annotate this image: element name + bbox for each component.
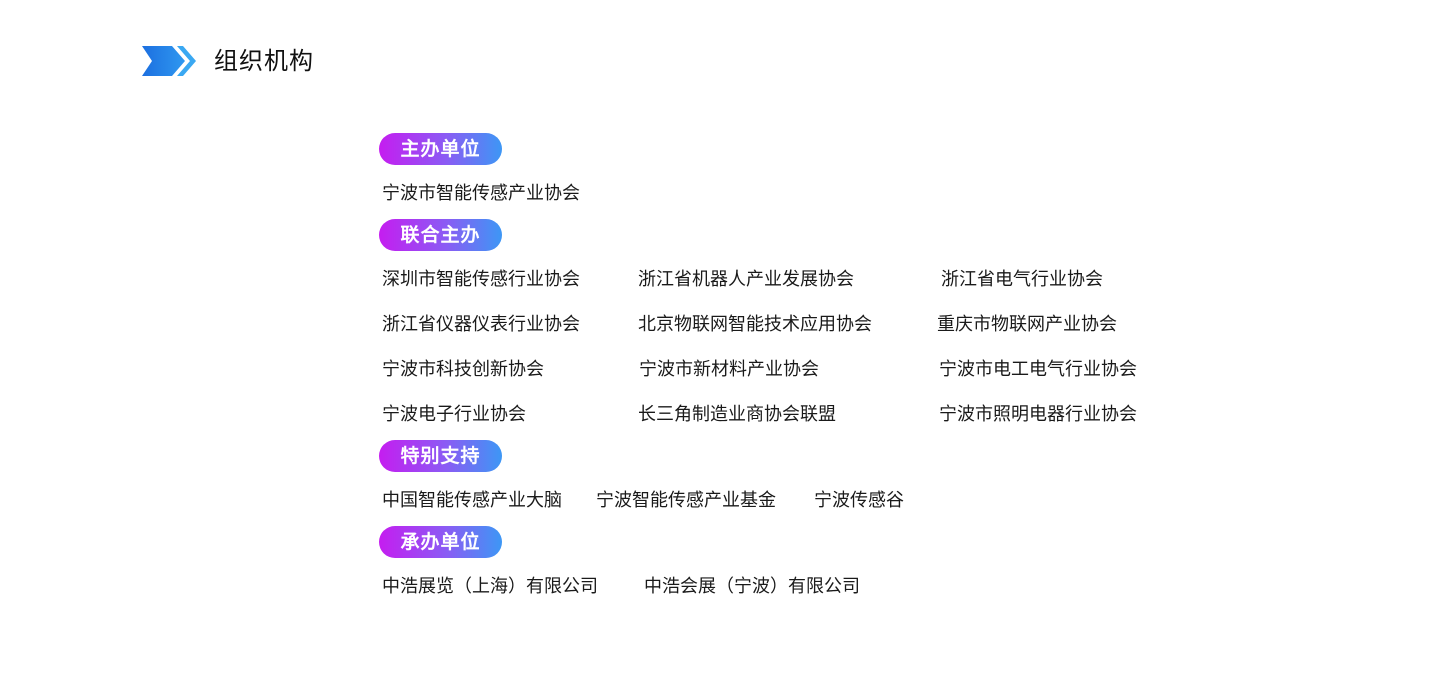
- org-name: 北京物联网智能技术应用协会: [638, 314, 872, 335]
- org-name: 宁波市智能传感产业协会: [382, 183, 580, 204]
- list-item: 宁波市智能传感产业协会: [379, 171, 1279, 216]
- org-name: 浙江省机器人产业发展协会: [638, 269, 854, 290]
- special-support-badge: 特别支持: [379, 440, 502, 472]
- org-name: 重庆市物联网产业协会: [937, 314, 1117, 335]
- double-chevron-right-icon: [142, 43, 199, 79]
- table-row: 深圳市智能传感行业协会 浙江省机器人产业发展协会 浙江省电气行业协会: [379, 257, 1279, 302]
- org-name: 宁波传感谷: [814, 490, 904, 511]
- organizer-section: 承办单位 中浩展览（上海）有限公司 中浩会展（宁波）有限公司: [379, 526, 1279, 609]
- section-header: 组织机构: [142, 43, 314, 79]
- org-name: 长三角制造业商协会联盟: [638, 404, 836, 425]
- org-name: 中浩展览（上海）有限公司: [382, 576, 598, 597]
- host-section: 主办单位 宁波市智能传感产业协会: [379, 133, 1279, 219]
- table-row: 浙江省仪器仪表行业协会 北京物联网智能技术应用协会 重庆市物联网产业协会: [379, 302, 1279, 347]
- special-support-section: 特别支持 中国智能传感产业大脑 宁波智能传感产业基金 宁波传感谷: [379, 440, 1279, 526]
- list-item: 中国智能传感产业大脑 宁波智能传感产业基金 宁波传感谷: [379, 478, 1279, 523]
- org-name: 中浩会展（宁波）有限公司: [644, 576, 860, 597]
- list-item: 中浩展览（上海）有限公司 中浩会展（宁波）有限公司: [379, 564, 1279, 609]
- org-name: 宁波市科技创新协会: [382, 359, 544, 380]
- org-name: 宁波市照明电器行业协会: [939, 404, 1137, 425]
- cohost-badge: 联合主办: [379, 219, 502, 251]
- organizer-badge: 承办单位: [379, 526, 502, 558]
- org-name: 宁波市电工电气行业协会: [939, 359, 1137, 380]
- cohost-section: 联合主办 深圳市智能传感行业协会 浙江省机器人产业发展协会 浙江省电气行业协会 …: [379, 219, 1279, 440]
- org-name: 宁波智能传感产业基金: [596, 490, 776, 511]
- org-name: 浙江省仪器仪表行业协会: [382, 314, 580, 335]
- org-name: 深圳市智能传感行业协会: [382, 269, 580, 290]
- page-title: 组织机构: [214, 47, 314, 75]
- table-row: 宁波市科技创新协会 宁波市新材料产业协会 宁波市电工电气行业协会: [379, 347, 1279, 392]
- org-name: 浙江省电气行业协会: [941, 269, 1103, 290]
- org-name: 宁波电子行业协会: [382, 404, 526, 425]
- host-badge: 主办单位: [379, 133, 502, 165]
- organization-list: 主办单位 宁波市智能传感产业协会 联合主办 深圳市智能传感行业协会 浙江省机器人…: [379, 121, 1279, 609]
- org-name: 宁波市新材料产业协会: [639, 359, 819, 380]
- org-name: 中国智能传感产业大脑: [382, 490, 562, 511]
- table-row: 宁波电子行业协会 长三角制造业商协会联盟 宁波市照明电器行业协会: [379, 392, 1279, 437]
